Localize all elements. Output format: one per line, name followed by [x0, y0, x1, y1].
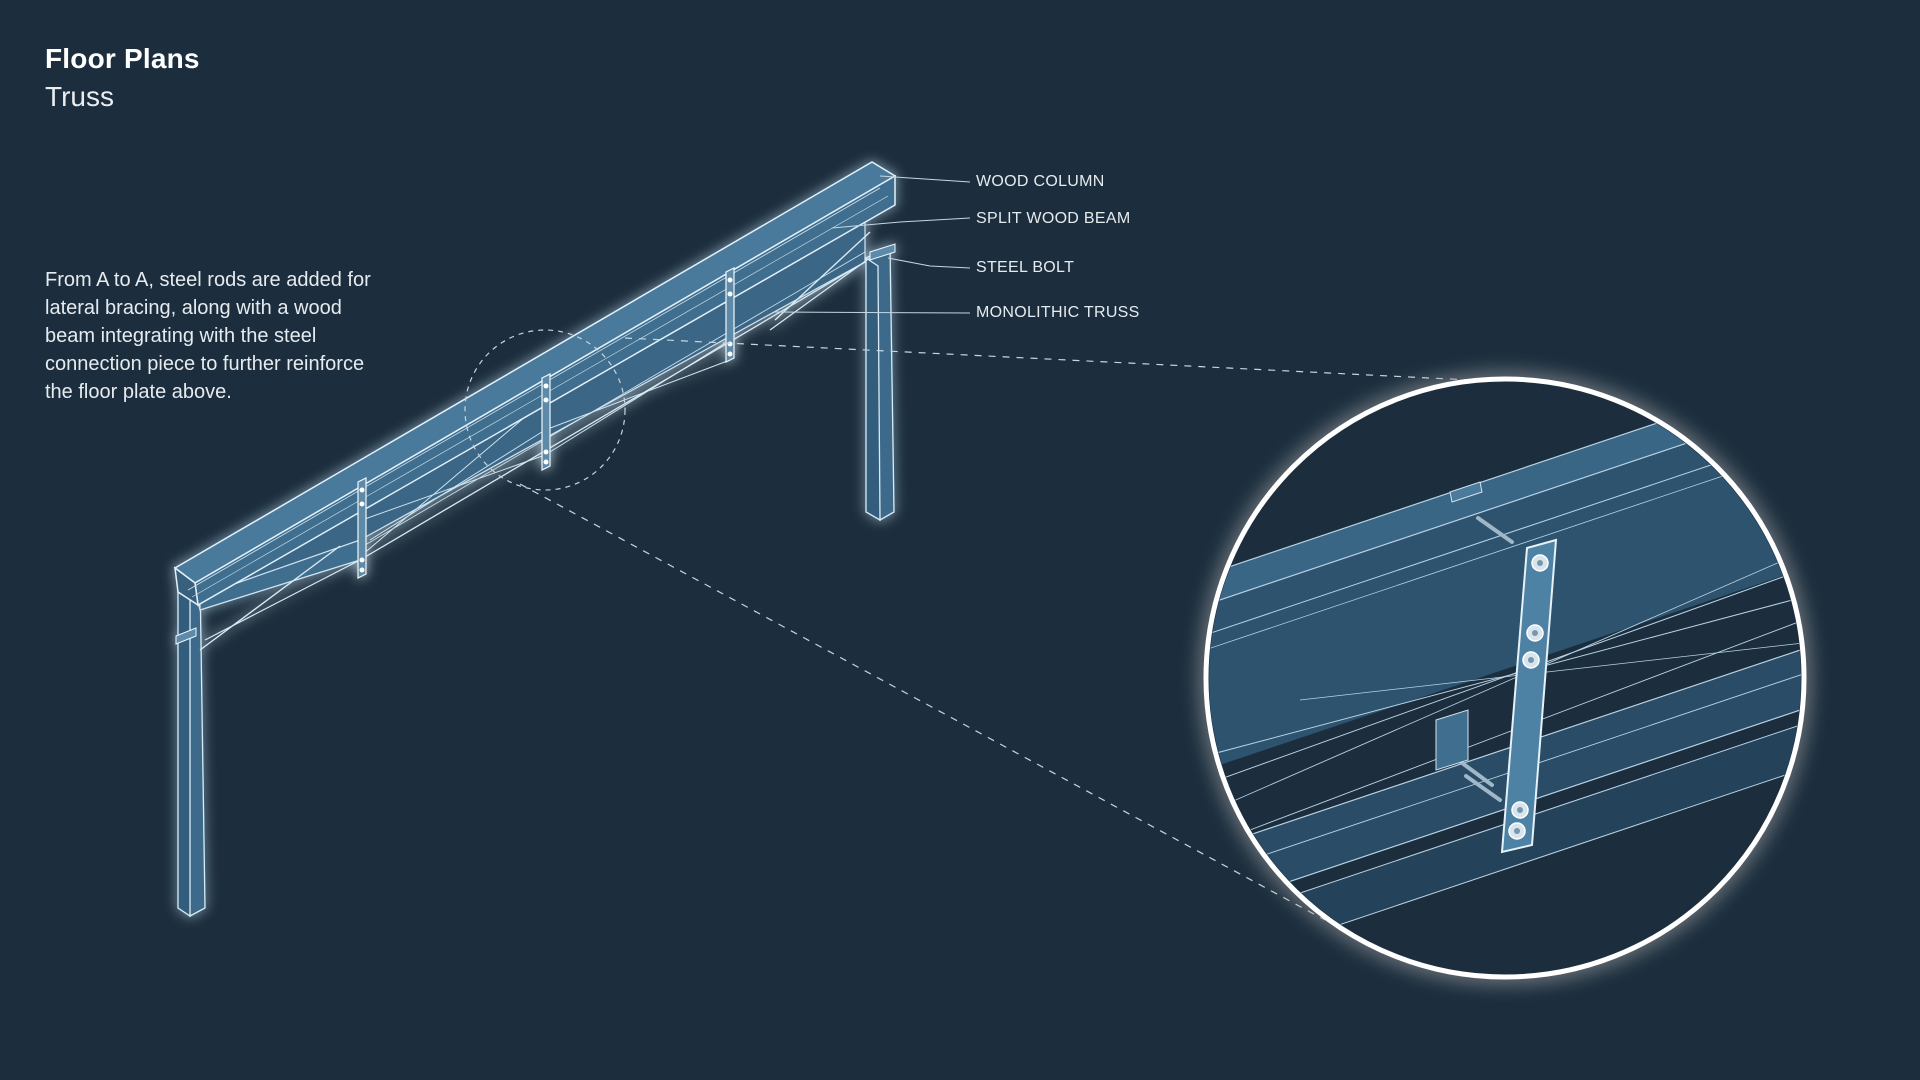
truss-web [194, 218, 879, 651]
steel-plate-1 [357, 477, 367, 579]
detail-marker-circle [464, 329, 626, 491]
steel-plate-2 [541, 373, 551, 471]
right-column [865, 244, 895, 522]
callout-steel-bolt: STEEL BOLT [976, 259, 1075, 276]
callout-split-wood-beam: SPLIT WOOD BEAM [976, 210, 1131, 227]
callout-monolithic-truss: MONOLITHIC TRUSS [976, 304, 1140, 321]
callout-leaders [773, 175, 971, 314]
callout-wood-column: WOOD COLUMN [976, 173, 1105, 190]
connector-line-top [624, 337, 1511, 383]
detail-steel-plate [1500, 538, 1558, 854]
top-beam [173, 161, 897, 607]
description-text: From A to A, steel rods are added for la… [45, 269, 371, 403]
truss-structure [173, 161, 897, 918]
page-subtitle: Truss [45, 81, 114, 112]
connector-line-bottom [519, 483, 1326, 921]
left-column [177, 576, 206, 918]
detail-view [1203, 376, 1807, 980]
steel-plate-3 [725, 267, 735, 363]
page-title: Floor Plans [45, 43, 200, 74]
